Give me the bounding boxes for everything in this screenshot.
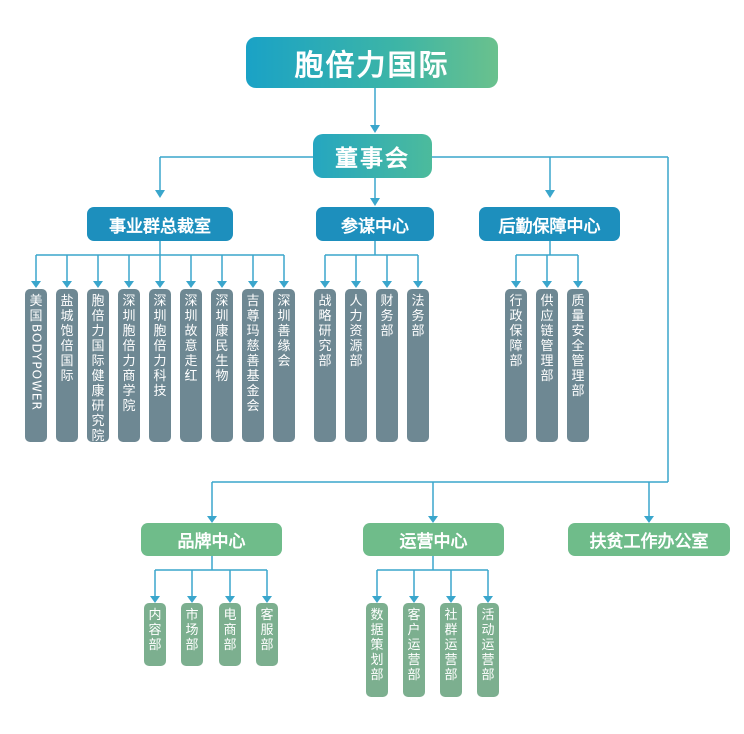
unit-box: 行政保障部: [505, 289, 527, 442]
branch-brand-center: 品牌中心: [141, 523, 282, 556]
unit-box: 法务部: [407, 289, 429, 442]
unit-box: 胞倍力国际健康研究院: [87, 289, 109, 444]
branch-staff-center: 参谋中心: [316, 207, 434, 241]
unit-box: 数据策划部: [366, 603, 388, 697]
unit-box: 供应链管理部: [536, 289, 558, 442]
unit-box: 社群运营部: [440, 603, 462, 697]
unit-box: 电商部: [219, 603, 241, 666]
root-node: 胞倍力国际: [246, 37, 498, 88]
unit-box: 客户运营部: [403, 603, 425, 697]
unit-box: 深圳善缘会: [273, 289, 295, 442]
unit-box: 人力资源部: [345, 289, 367, 442]
unit-box: 深圳康民生物: [211, 289, 233, 442]
unit-box: 深圳胞倍力科技: [149, 289, 171, 442]
unit-box: 吉尊玛慈善基金会: [242, 289, 264, 442]
unit-box: 深圳故意走红: [180, 289, 202, 442]
unit-box: 市场部: [181, 603, 203, 666]
branch-logistics-center: 后勤保障中心: [479, 207, 620, 241]
unit-box: 深圳胞倍力商学院: [118, 289, 140, 442]
board-node: 董事会: [313, 134, 432, 178]
branch-operations-center: 运营中心: [363, 523, 504, 556]
branch-poverty-office: 扶贫工作办公室: [568, 523, 730, 556]
unit-box: 战略研究部: [314, 289, 336, 442]
branch-executive-office: 事业群总裁室: [87, 207, 233, 241]
unit-box: 内容部: [144, 603, 166, 666]
unit-box: 质量安全管理部: [567, 289, 589, 442]
unit-box: 盐城饱倍国际: [56, 289, 78, 442]
unit-box: 财务部: [376, 289, 398, 442]
unit-box: 活动运营部: [477, 603, 499, 697]
unit-box: 客服部: [256, 603, 278, 666]
